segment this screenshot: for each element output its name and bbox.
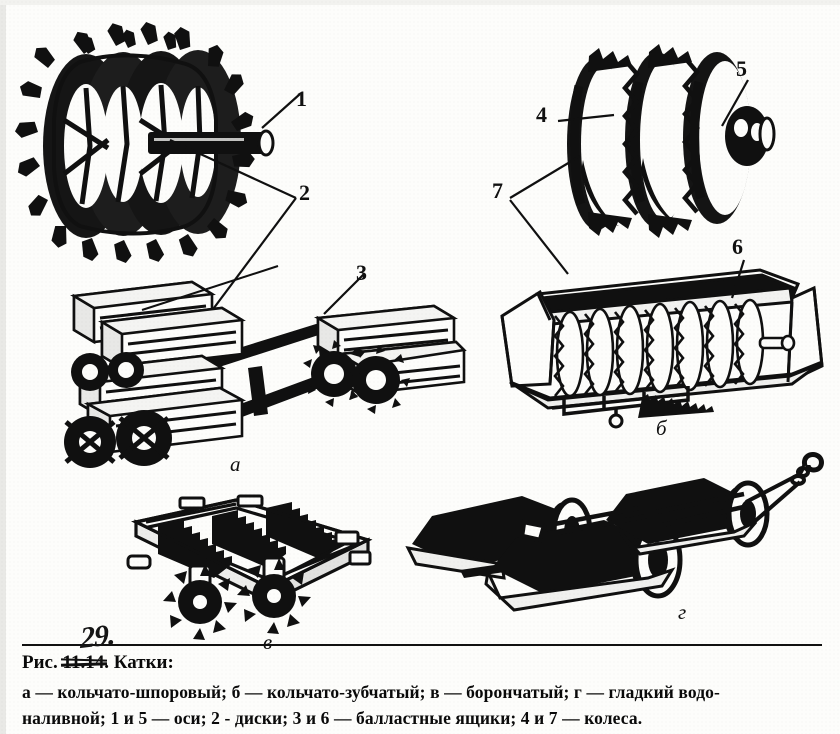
- panel-letter-b: б: [656, 416, 667, 440]
- callout-label-2: 2: [299, 180, 310, 205]
- figure-caption: Рис. 11.14 . Катки: 29. а — кольчато-шпо…: [22, 618, 822, 732]
- figure-number-struck: 11.14: [60, 652, 107, 674]
- leader-line-7: [506, 150, 636, 280]
- leader-line-4: [556, 112, 616, 124]
- scan-edge-top: [0, 0, 840, 5]
- handwritten-figure-number: 29.: [79, 617, 115, 656]
- leader-line-1: [260, 88, 308, 130]
- illustration-ring-spur-drum: [14, 21, 288, 264]
- callout-label-4: 4: [536, 102, 547, 127]
- figure-title: Катки:: [113, 652, 174, 673]
- callout-label-5: 5: [736, 56, 747, 81]
- hub-axle-end: [725, 106, 776, 166]
- panel-letter-a: а: [230, 452, 241, 476]
- illustration-ring-toothed-drum: [545, 40, 795, 240]
- caption-line-2: наливной; 1 и 5 — оси; 2 - диски; 3 и 6 …: [22, 708, 643, 729]
- leader-line-6: [726, 258, 756, 300]
- toothed-disc-gang: [553, 298, 796, 398]
- axle-shaft: [148, 129, 275, 157]
- illustration-panel-a: [16, 262, 467, 468]
- drum-unit-hitch: [606, 478, 770, 556]
- leader-line-2-ext: [140, 264, 280, 312]
- tow-hook: [801, 451, 824, 473]
- callout-label-3: 3: [356, 260, 367, 285]
- panel-letter-v: в: [263, 630, 273, 654]
- spur-wheels-right: [303, 340, 410, 414]
- caption-line-1: а — кольчато-шпоровый; б — кольчато-зубч…: [22, 681, 720, 702]
- figure-number-period: .: [104, 652, 109, 673]
- scan-edge-left: [0, 0, 6, 734]
- illustration-panel-b: [492, 258, 832, 429]
- illustration-panel-v: [126, 492, 378, 642]
- callout-label-1: 1: [296, 86, 307, 111]
- callout-label-6: 6: [732, 234, 743, 259]
- leader-line-5: [718, 78, 754, 130]
- illustration-panel-g: [404, 451, 824, 622]
- figure-title-line: Рис. 11.14 . Катки: 29.: [22, 618, 822, 674]
- figure-label: Рис.: [22, 652, 58, 673]
- panel-letter-g: г: [678, 600, 687, 624]
- caption-body: а — кольчато-шпоровый; б — кольчато-зубч…: [22, 679, 822, 732]
- caption-rule: [22, 644, 822, 646]
- spur-wheels-left: [64, 352, 172, 468]
- callout-label-7: 7: [492, 178, 503, 203]
- leader-line-3: [322, 270, 370, 316]
- gauge-wheels-v: [163, 556, 311, 640]
